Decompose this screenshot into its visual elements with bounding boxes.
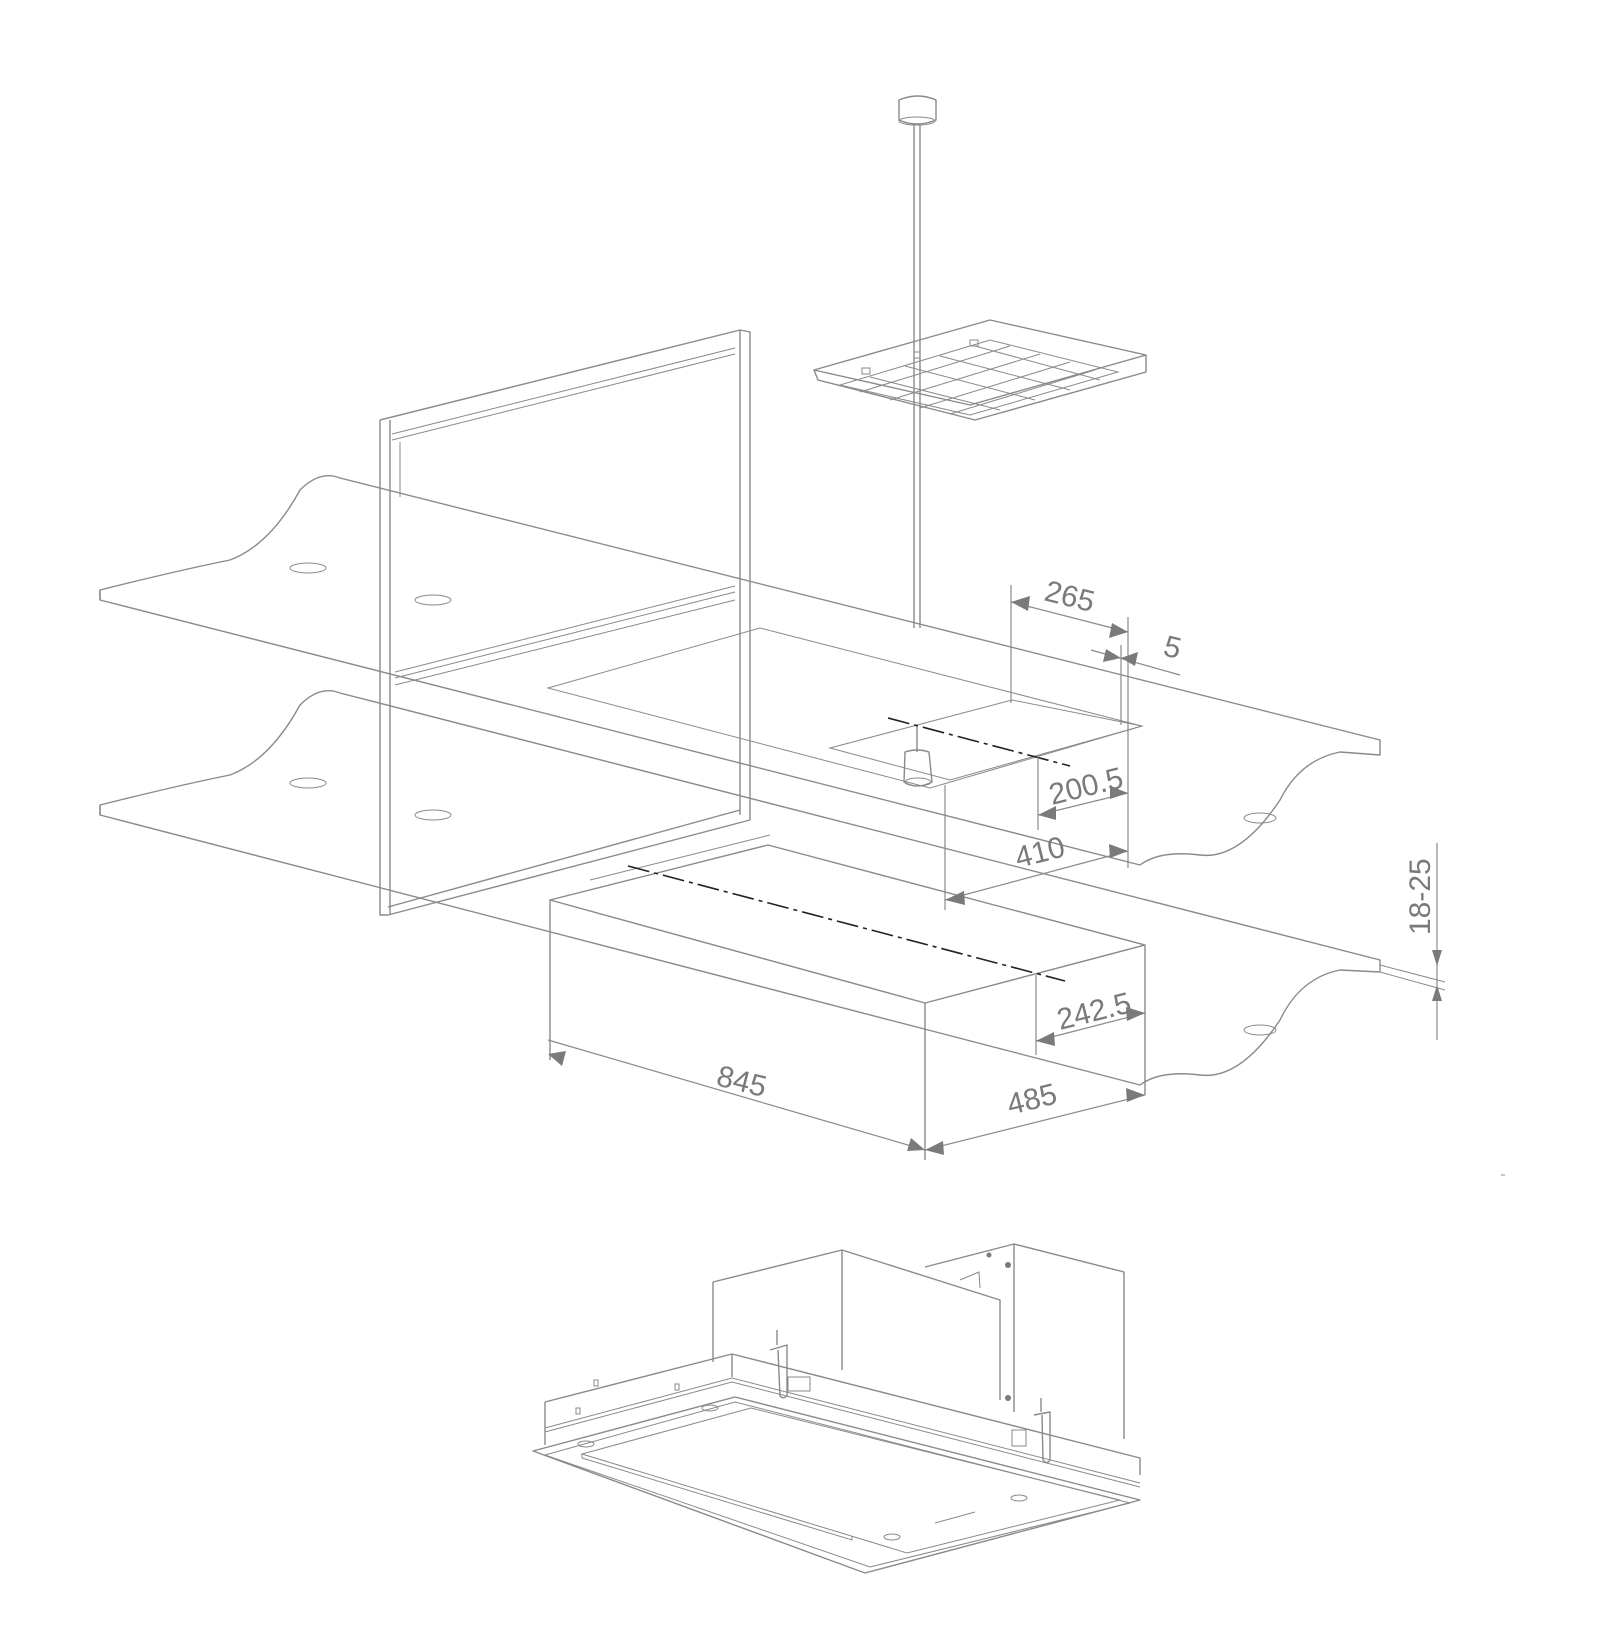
ceiling-rose xyxy=(898,95,937,126)
dim-label-200-5: 200.5 xyxy=(1046,762,1127,812)
lower-ceiling-panel xyxy=(99,690,1446,1086)
dimension-lines xyxy=(547,585,1442,1155)
dim-label-5: 5 xyxy=(1160,630,1184,666)
dim-label-242-5: 242.5 xyxy=(1054,987,1135,1037)
ceiling-frame xyxy=(379,329,751,916)
upper-ceiling-panel xyxy=(99,475,1381,866)
dim-label-410: 410 xyxy=(1012,831,1069,875)
dim-label-845: 845 xyxy=(713,1060,770,1104)
dim-label-485: 485 xyxy=(1004,1078,1061,1122)
suspension-rod xyxy=(913,125,921,628)
hood-unit-isometric xyxy=(532,1243,1141,1574)
mounting-clamp-left xyxy=(769,1330,811,1399)
pendant-light-icon xyxy=(903,725,933,787)
mounting-clamp-right xyxy=(1011,1398,1051,1464)
dim-label-18-25: 18-25 xyxy=(1404,858,1437,935)
centerline-bottom xyxy=(627,865,1066,982)
hood-body xyxy=(549,834,1146,1160)
centerline-top xyxy=(887,717,1071,767)
mounting-bracket-grid xyxy=(813,319,1147,421)
